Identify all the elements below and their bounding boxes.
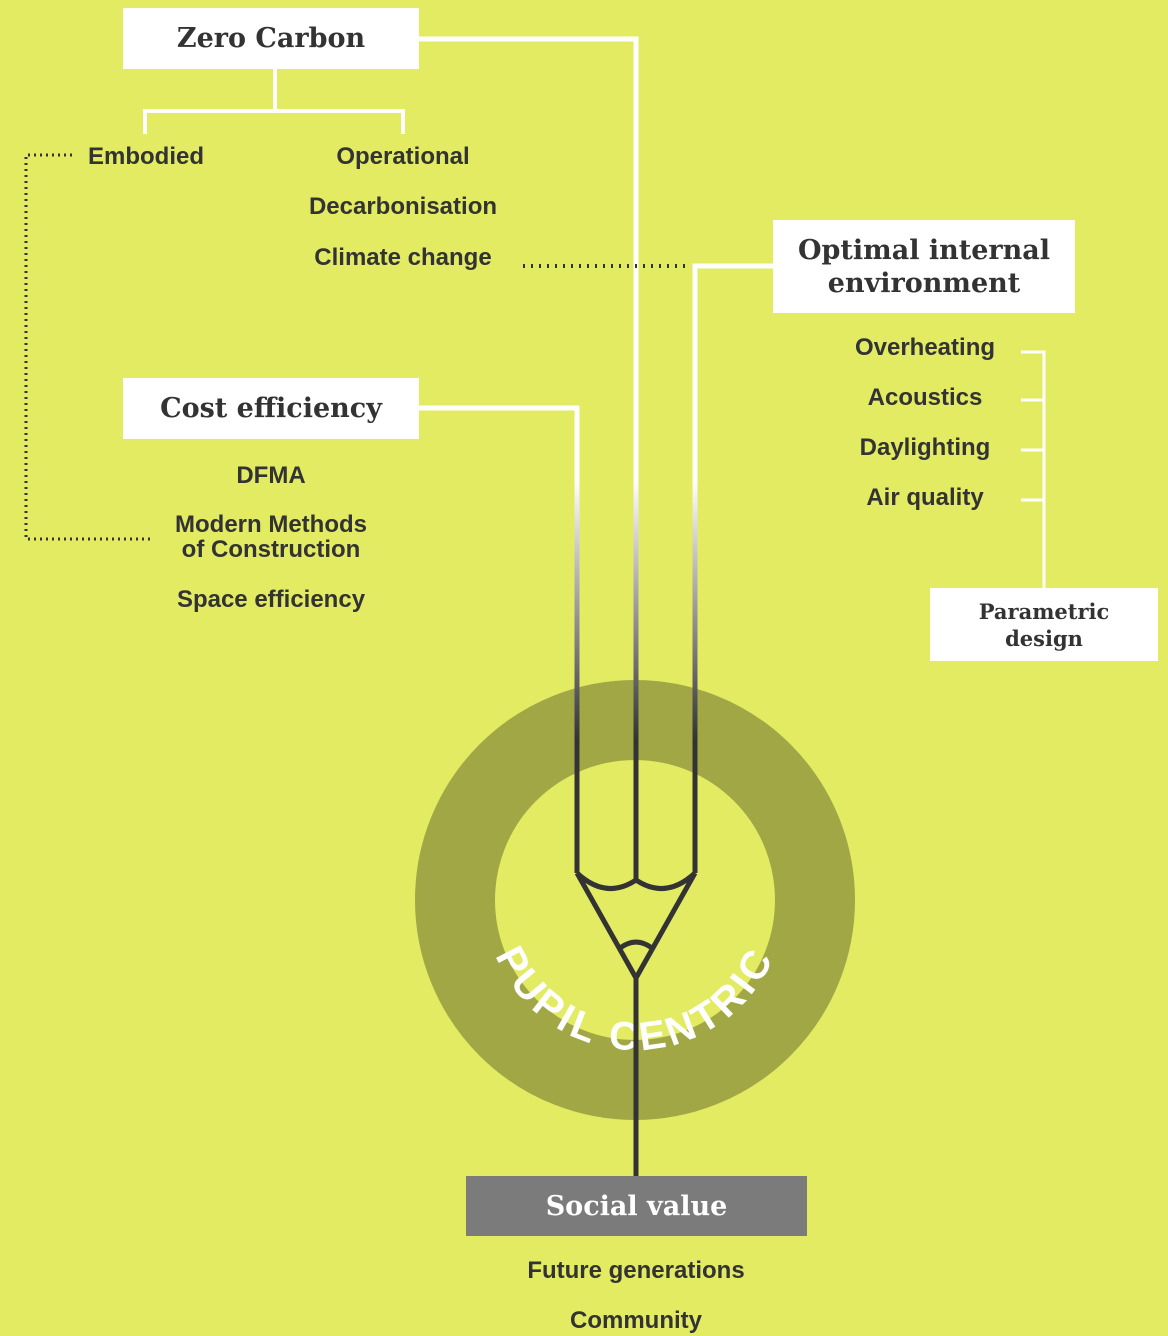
- social-value-box: Social value: [466, 1176, 807, 1236]
- acoustics-label: Acoustics: [867, 384, 983, 411]
- pencil-lead: [618, 939, 654, 951]
- zero-carbon-box: Zero Carbon: [123, 8, 419, 69]
- internal-environment-box: Optimal internal environment: [773, 220, 1075, 313]
- community-label: Community: [570, 1307, 702, 1334]
- dfma-label: DFMA: [236, 462, 306, 489]
- cost-efficiency-line: [419, 405, 580, 460]
- cost-efficiency-title: Cost efficiency: [160, 393, 382, 424]
- parametric-design-line1: Parametric: [978, 598, 1110, 624]
- pencil-tip-outline: [574, 871, 698, 981]
- zero-carbon-bracket: [143, 68, 405, 134]
- embodied-label: Embodied: [87, 143, 204, 170]
- air-quality-label: Air quality: [866, 484, 984, 511]
- internal-environment-title-line2: environment: [827, 267, 1021, 299]
- operational-label: Operational: [336, 143, 470, 170]
- pencil-scallop: [575, 871, 697, 891]
- social-value-title: Social value: [545, 1190, 728, 1222]
- mmc-label-line2: of Construction: [181, 536, 361, 563]
- internal-environment-title-line1: Optimal internal: [798, 234, 1050, 266]
- cost-efficiency-box: Cost efficiency: [123, 378, 419, 439]
- parametric-design-line2: design: [1005, 625, 1083, 651]
- parametric-design-box: Parametric design: [930, 588, 1158, 661]
- future-generations-label: Future generations: [527, 1257, 745, 1284]
- mmc-label-line1: Modern Methods: [175, 511, 367, 538]
- internal-environment-line: [692, 263, 773, 460]
- climate-change-label: Climate change: [314, 244, 492, 271]
- space-efficiency-label: Space efficiency: [176, 586, 366, 613]
- zero-carbon-line: [419, 36, 639, 460]
- internal-environment-bracket: [1021, 350, 1046, 588]
- embodied-mmc-dotted-connector: [24, 153, 152, 541]
- daylighting-label: Daylighting: [859, 434, 991, 461]
- decarbonisation-label: Decarbonisation: [308, 193, 498, 220]
- overheating-label: Overheating: [854, 334, 996, 361]
- zero-carbon-title: Zero Carbon: [176, 23, 366, 54]
